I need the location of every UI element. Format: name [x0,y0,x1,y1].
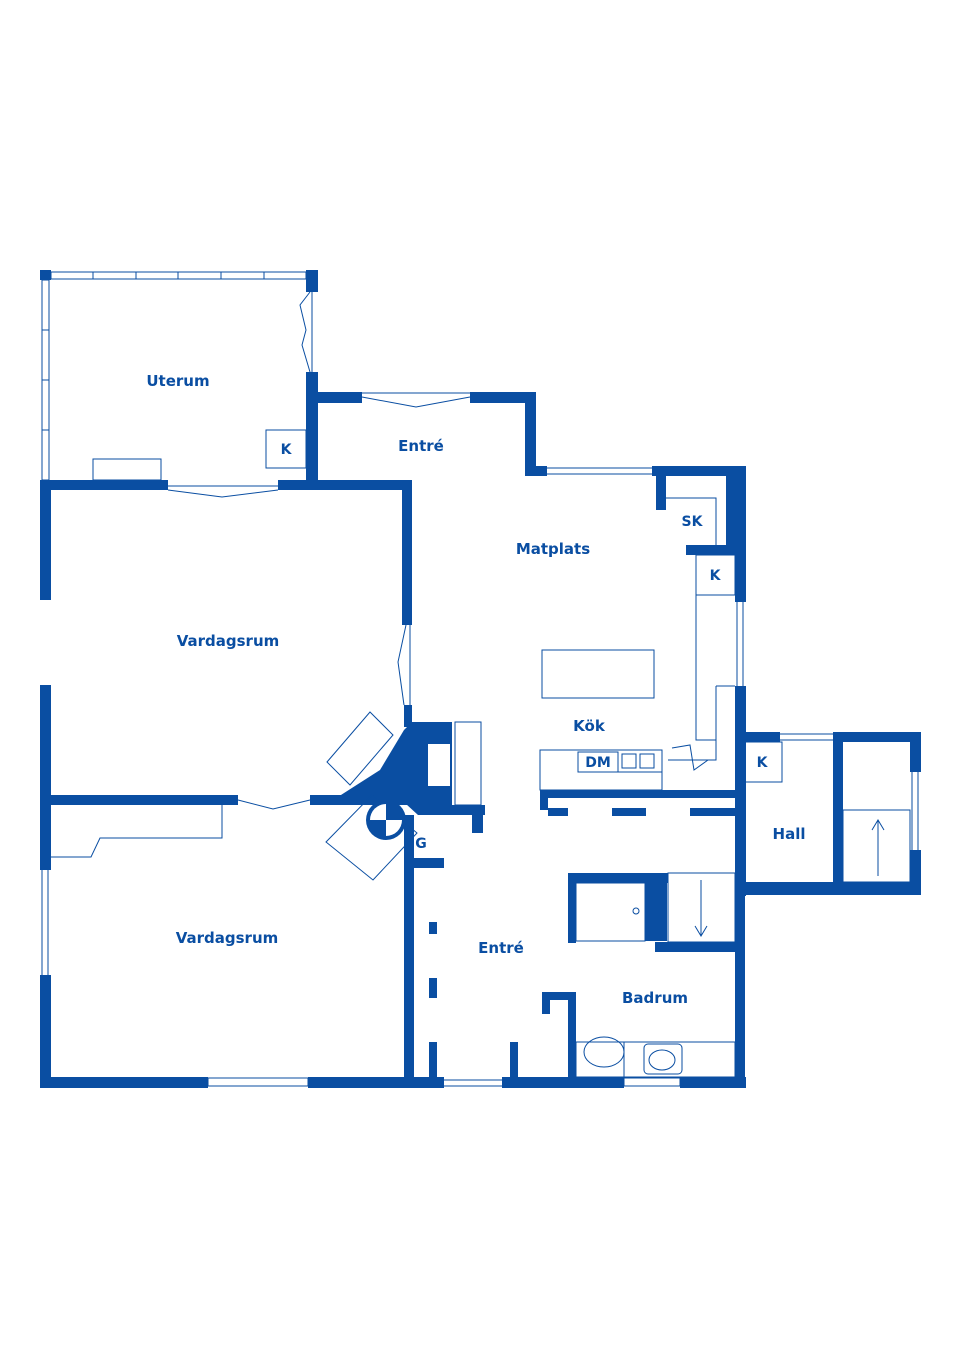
room-label-entre-top: Entré [398,437,444,455]
room-label-kok: Kök [573,717,606,735]
room-label-badrum: Badrum [622,989,688,1007]
fixture-label-k-hall: K [757,755,769,771]
room-label-matplats: Matplats [516,540,590,558]
fixture-label-k-uterum: K [281,442,293,458]
room-label-uterum: Uterum [146,372,209,390]
room-label-vardagsrum-upper: Vardagsrum [177,632,280,650]
fixture-label-dm: DM [585,755,611,771]
fixture-label-k-kitchen: K [710,568,722,584]
stove-icon [366,800,406,840]
room-label-hall: Hall [773,825,806,843]
room-label-entre-bottom: Entré [478,939,524,957]
fixture-label-sk: SK [682,514,704,530]
fixture-labels: K SK K DM K G [281,442,769,852]
fixture-label-g: G [415,836,427,852]
walls [40,270,921,1088]
thin-lines [41,271,919,1087]
room-label-vardagsrum-lower: Vardagsrum [176,929,279,947]
room-labels: Uterum Entré Matplats Vardagsrum Kök Hal… [146,372,805,1007]
